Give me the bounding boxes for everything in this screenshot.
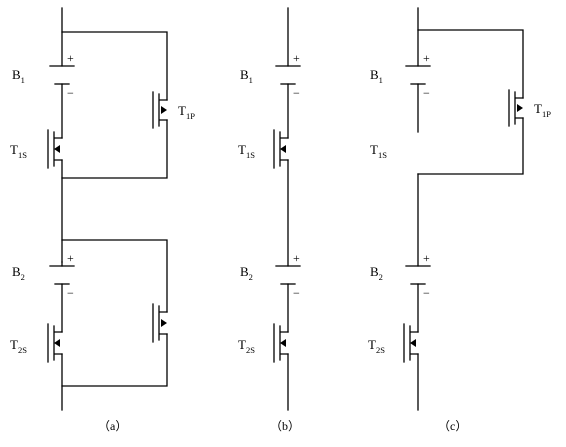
plus-sign: + <box>423 51 430 65</box>
t2s-label: T2S <box>238 337 255 355</box>
battery-b1 <box>49 65 75 85</box>
parallel-branch-1 <box>417 29 524 175</box>
parallel-branch-2 <box>61 239 168 387</box>
plus-sign: + <box>423 251 430 265</box>
panel-c-caption: （c） <box>438 419 467 433</box>
minus-sign: − <box>423 86 430 100</box>
t1s-label: T1S <box>370 142 387 160</box>
transistor-t2s <box>273 323 289 363</box>
t2s-label: T2S <box>10 337 27 355</box>
battery-b1-label: B1 <box>12 67 25 85</box>
minus-sign: − <box>293 86 300 100</box>
minus-sign: − <box>67 86 74 100</box>
transistor-t2p <box>152 303 168 343</box>
battery-b2 <box>49 265 75 285</box>
panel-b-caption: （b） <box>270 419 300 433</box>
battery-b2-label: B2 <box>240 264 253 282</box>
panel-b: + − B1 T1S + − B2 T2S （b） <box>238 7 301 433</box>
battery-b1 <box>405 65 431 85</box>
transistor-t1s <box>273 129 289 169</box>
battery-b1 <box>275 65 301 85</box>
battery-b1-label: B1 <box>370 67 383 85</box>
transistor-t2s <box>47 323 63 363</box>
plus-sign: + <box>67 51 74 65</box>
parallel-branch-1 <box>61 31 168 179</box>
transistor-t1p <box>152 91 168 129</box>
panel-c: + − B1 T1S T1P + − B2 T2S （c） <box>368 7 551 433</box>
battery-b2 <box>405 265 431 285</box>
transistor-t1s <box>47 129 63 169</box>
plus-sign: + <box>67 251 74 265</box>
minus-sign: − <box>293 286 300 300</box>
battery-b2 <box>275 265 301 285</box>
battery-b2-label: B2 <box>12 264 25 282</box>
minus-sign: − <box>423 286 430 300</box>
panel-a: + − B1 T1S T1P + − B2 T2S <box>10 7 195 433</box>
panel-a-caption: （a） <box>98 419 127 433</box>
minus-sign: − <box>67 286 74 300</box>
t1s-label: T1S <box>238 142 255 160</box>
transistor-t1p <box>508 89 524 127</box>
t1p-label: T1P <box>534 101 551 119</box>
battery-b1-label: B1 <box>240 67 253 85</box>
plus-sign: + <box>293 51 300 65</box>
transistor-t2s <box>403 323 419 363</box>
t1s-label: T1S <box>10 142 27 160</box>
t1p-label: T1P <box>178 103 195 121</box>
t2s-label: T2S <box>368 337 385 355</box>
battery-b2-label: B2 <box>370 264 383 282</box>
plus-sign: + <box>293 251 300 265</box>
